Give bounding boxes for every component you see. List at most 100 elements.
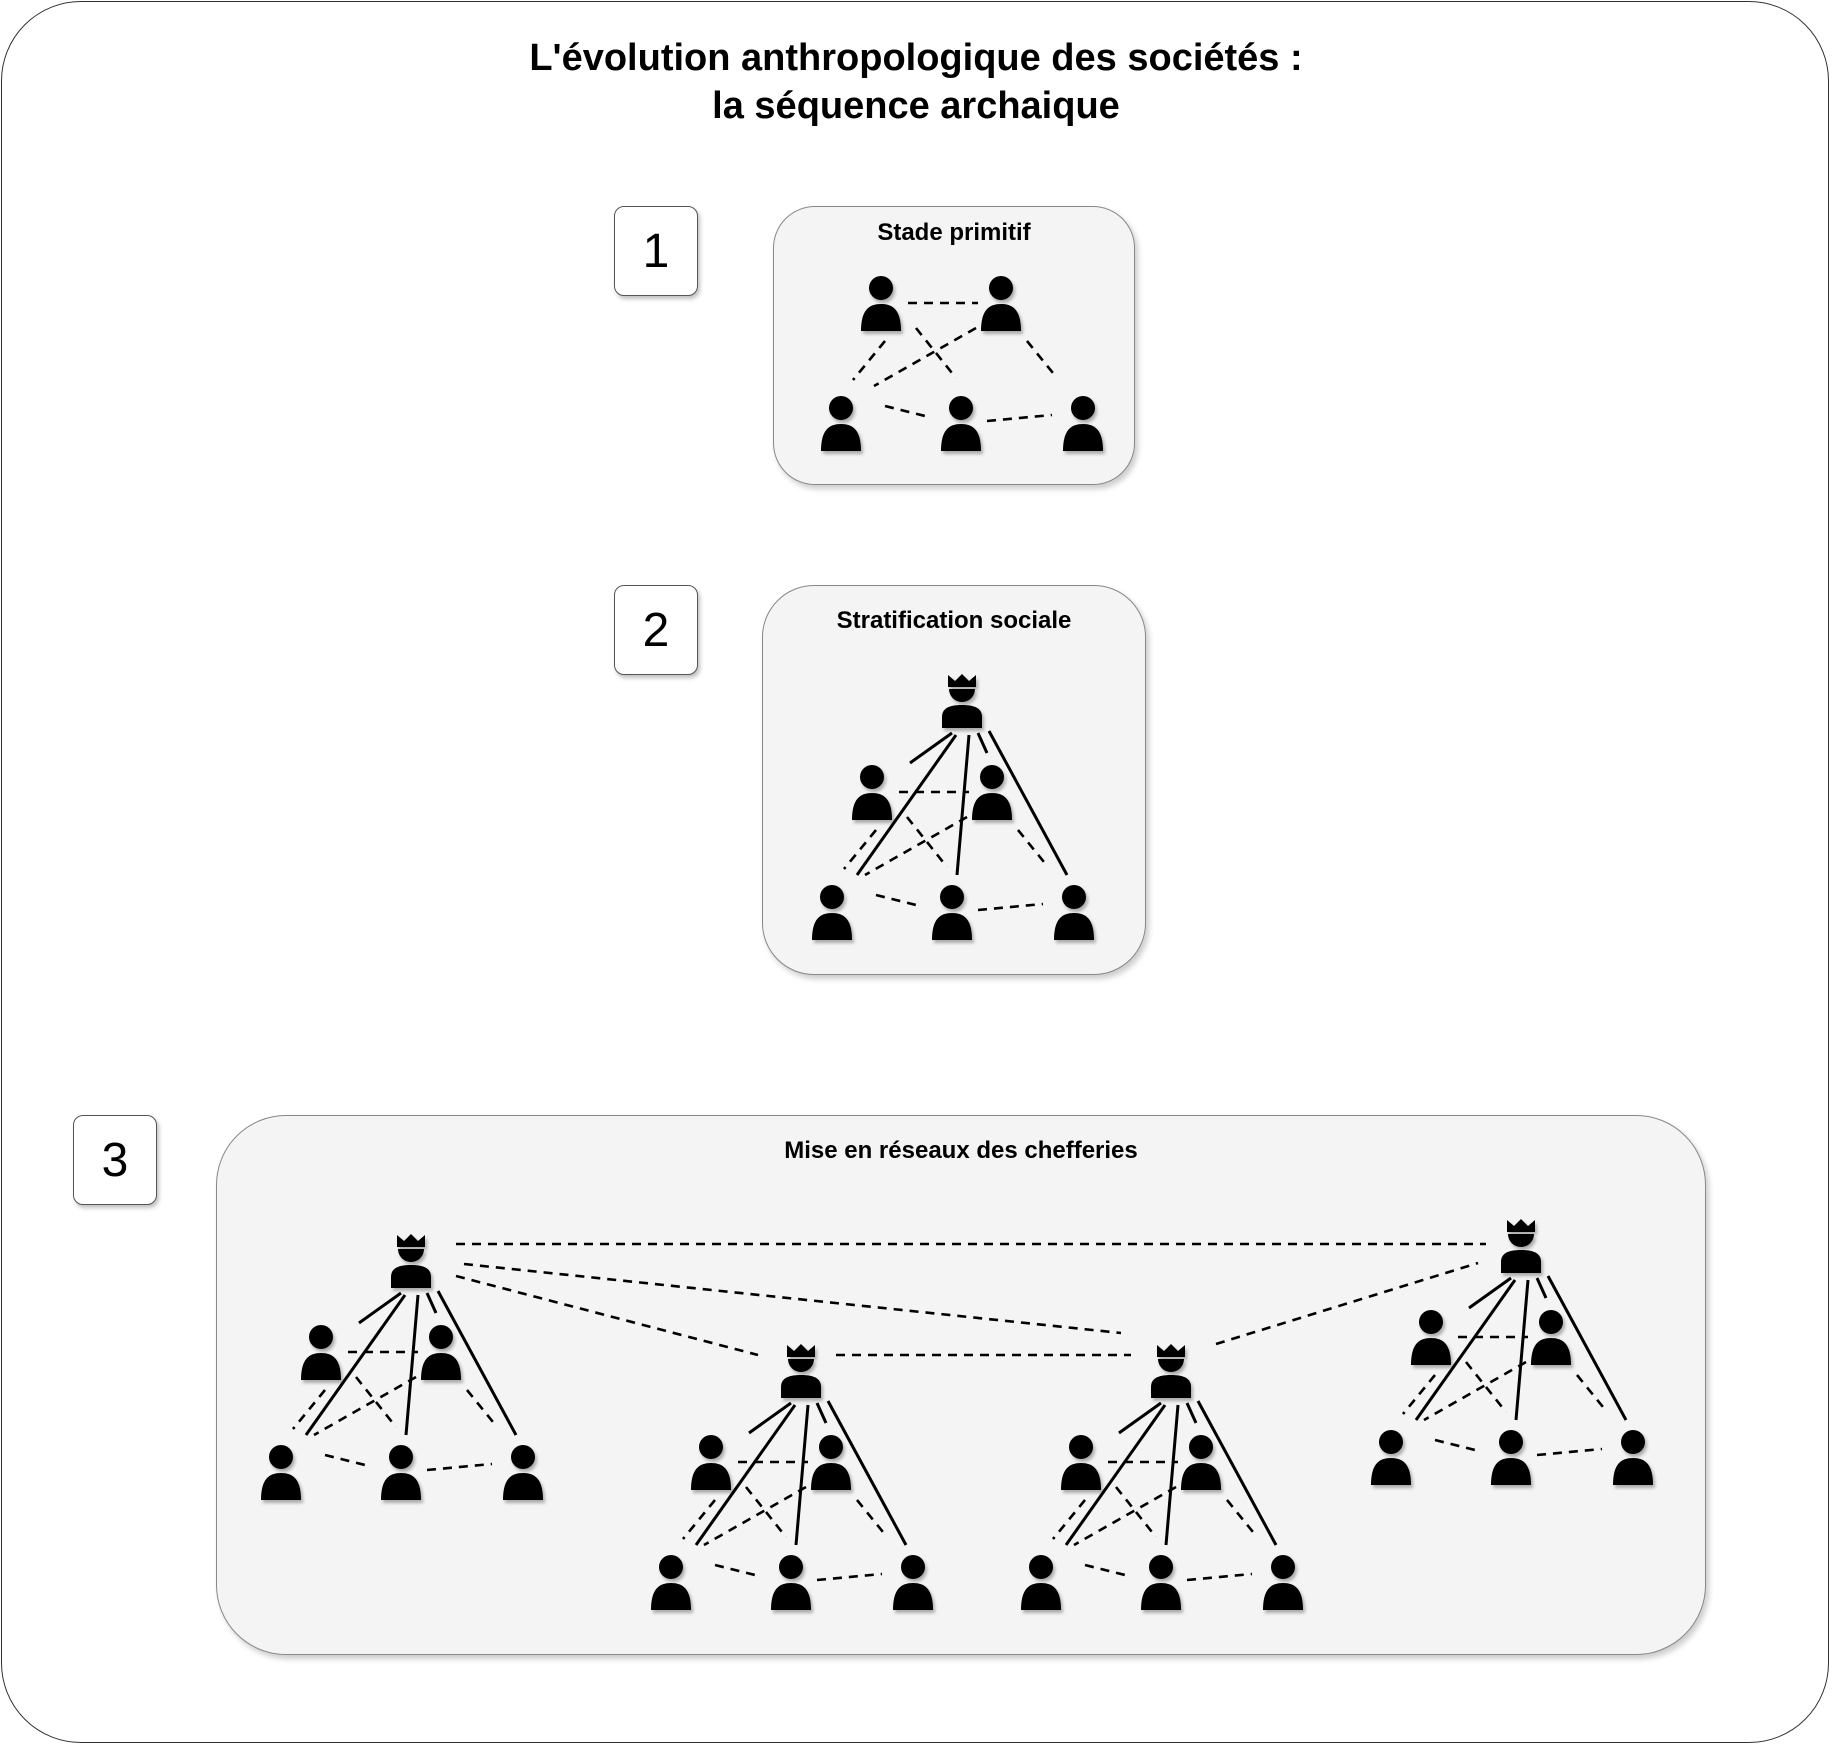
solid-link	[404, 1294, 420, 1436]
inter-chief-link	[455, 1274, 759, 1357]
dashed-link	[1025, 340, 1059, 379]
person-icon	[972, 765, 1012, 820]
person-icon	[1054, 885, 1094, 940]
solid-link	[425, 1292, 438, 1314]
solid-link	[358, 1291, 402, 1325]
dashed-link	[313, 1375, 417, 1437]
stage-3-panel: Mise en réseaux des chefferies	[216, 1115, 1706, 1655]
person-icon	[821, 396, 861, 451]
solid-link	[1118, 1401, 1162, 1435]
person-icon	[893, 1555, 933, 1610]
person-icon	[1061, 1435, 1101, 1490]
person-icon	[1263, 1555, 1303, 1610]
dashed-link	[977, 902, 1044, 912]
dashed-link	[1186, 1572, 1253, 1582]
dashed-link	[816, 1572, 883, 1582]
dashed-link	[1423, 1360, 1527, 1422]
person-icon	[1613, 1430, 1653, 1485]
stage-2-label: Stratification sociale	[836, 607, 1072, 634]
person-icon	[1021, 1555, 1061, 1610]
stage-2-number: 2	[614, 585, 698, 675]
dashed-link	[714, 1563, 760, 1578]
dashed-link	[1084, 1563, 1130, 1578]
solid-link	[909, 731, 953, 765]
stage-3-number: 3	[73, 1115, 157, 1205]
solid-link	[1546, 1275, 1628, 1421]
solid-link	[976, 732, 989, 754]
dashed-link	[465, 1389, 499, 1428]
dashed-link	[884, 404, 930, 419]
person-icon	[932, 885, 972, 940]
solid-link	[1535, 1277, 1548, 1299]
crowned-person-icon	[1151, 1344, 1191, 1398]
dashed-link	[1536, 1447, 1603, 1457]
title-line-2: la séquence archaique	[712, 85, 1120, 127]
dashed-link	[851, 340, 887, 381]
solid-link	[826, 1400, 908, 1546]
solid-link	[304, 1294, 407, 1436]
dashed-link	[744, 1486, 788, 1538]
dashed-link	[873, 326, 977, 388]
solid-link	[694, 1404, 797, 1546]
dashed-link	[1051, 1499, 1087, 1540]
solid-link	[1468, 1276, 1512, 1310]
person-icon	[1141, 1555, 1181, 1610]
person-icon	[852, 765, 892, 820]
dashed-link	[905, 816, 949, 868]
solid-link	[815, 1402, 828, 1424]
dashed-link	[426, 1462, 493, 1472]
solid-link	[1414, 1279, 1517, 1421]
solid-link	[1185, 1402, 1198, 1424]
dashed-link	[842, 829, 878, 870]
solid-link	[987, 730, 1069, 876]
diagram-title: L'évolution anthropologique des sociétés…	[0, 34, 1832, 130]
solid-link	[1196, 1400, 1278, 1546]
dashed-link	[1073, 1485, 1177, 1547]
dashed-link	[703, 1485, 807, 1547]
dashed-link	[914, 327, 958, 379]
person-icon	[1411, 1310, 1451, 1365]
person-icon	[691, 1435, 731, 1490]
dashed-link	[324, 1453, 370, 1468]
person-icon	[651, 1555, 691, 1610]
person-icon	[981, 276, 1021, 331]
person-icon	[301, 1325, 341, 1380]
stage-2-panel: Stratification sociale	[762, 585, 1146, 975]
solid-link	[748, 1401, 792, 1435]
solid-link	[794, 1404, 810, 1546]
person-icon	[812, 885, 852, 940]
crowned-person-icon	[391, 1234, 431, 1288]
dashed-link	[1575, 1374, 1609, 1413]
dashed-link	[1434, 1438, 1480, 1453]
dashed-link	[875, 893, 921, 908]
stage-1-label: Stade primitif	[877, 219, 1031, 246]
inter-chief-link	[1215, 1261, 1479, 1346]
solid-link	[1064, 1404, 1167, 1546]
crowned-person-icon	[781, 1344, 821, 1398]
person-icon	[261, 1445, 301, 1500]
person-icon	[1371, 1430, 1411, 1485]
crowned-person-icon	[942, 674, 982, 728]
dashed-link	[681, 1499, 717, 1540]
stage-1-number: 1	[614, 206, 698, 296]
person-icon	[771, 1555, 811, 1610]
inter-chief-link	[463, 1262, 1122, 1335]
person-icon	[811, 1435, 851, 1490]
dashed-link	[1225, 1499, 1259, 1538]
person-icon	[1181, 1435, 1221, 1490]
person-icon	[503, 1445, 543, 1500]
dashed-link	[1464, 1361, 1508, 1413]
person-icon	[1063, 396, 1103, 451]
solid-link	[1164, 1404, 1180, 1546]
person-icon	[1491, 1430, 1531, 1485]
solid-link	[1514, 1279, 1530, 1421]
dashed-link	[291, 1389, 327, 1430]
solid-link	[855, 734, 958, 876]
dashed-link	[1114, 1486, 1158, 1538]
person-icon	[1531, 1310, 1571, 1365]
crowned-person-icon	[1501, 1219, 1541, 1273]
person-icon	[861, 276, 901, 331]
stage-3-label: Mise en réseaux des chefferies	[784, 1137, 1138, 1164]
dashed-link	[855, 1499, 889, 1538]
solid-link	[436, 1290, 518, 1436]
